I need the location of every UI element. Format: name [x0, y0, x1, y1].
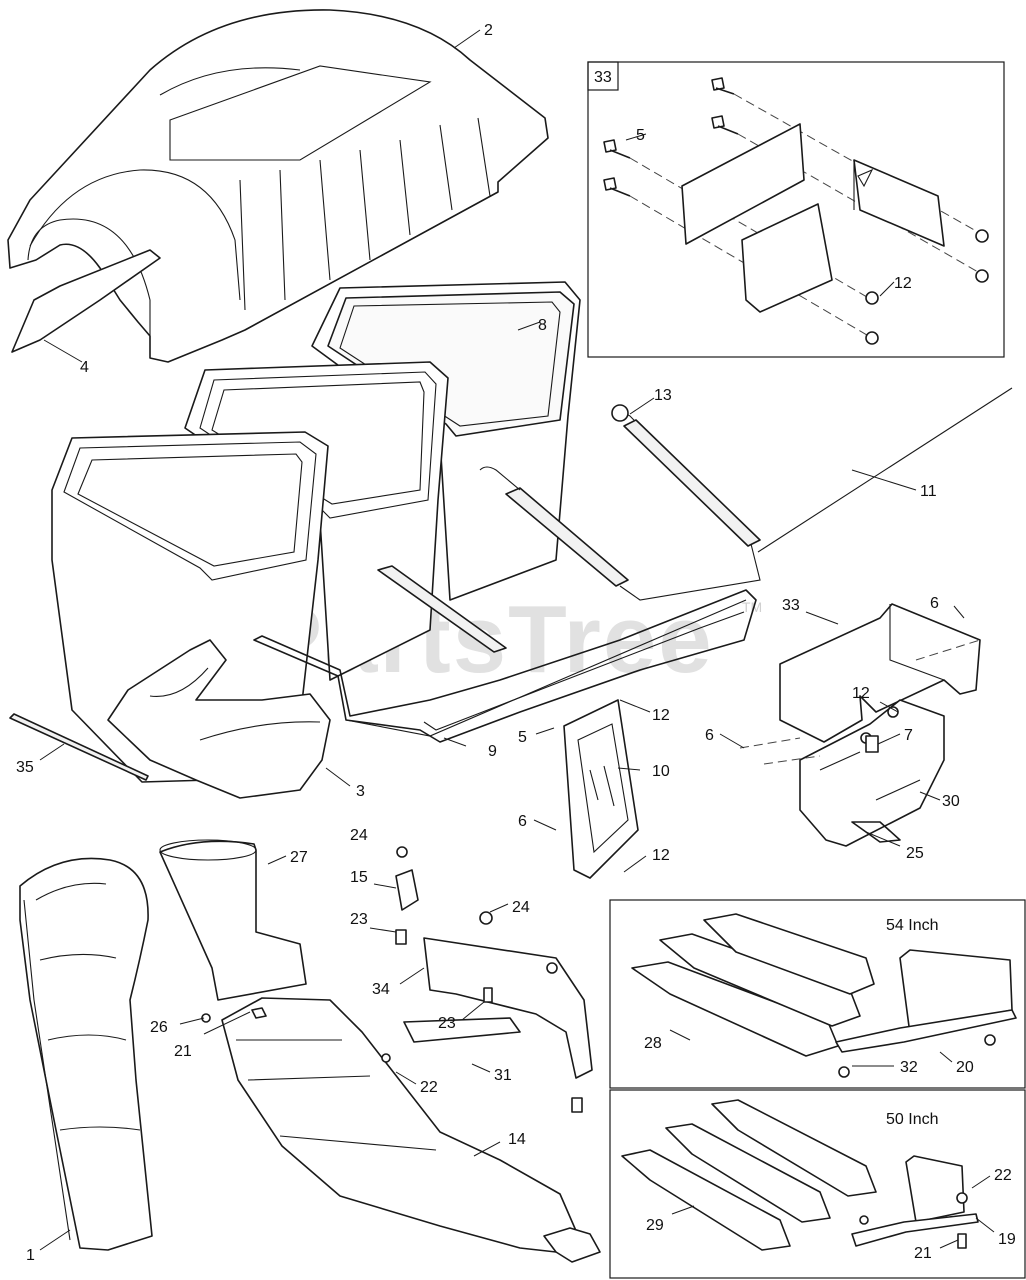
label-13: 13: [654, 387, 672, 404]
part-12-nut: [887, 706, 899, 718]
label-32: 32: [900, 1059, 918, 1076]
watermark-trademark: TM: [742, 599, 762, 615]
part-34-shield: [423, 911, 593, 1113]
callout-labels: 2 4 8 13 11 33 6 12 12 6 7 30 25 5 9 10 …: [16, 22, 1016, 1264]
label-6b: 6: [705, 727, 714, 744]
label-10: 10: [652, 763, 670, 780]
part-4-flap: [11, 249, 161, 353]
label-28: 28: [644, 1035, 662, 1052]
label-22b: 22: [994, 1167, 1012, 1184]
label-29: 29: [646, 1217, 664, 1234]
label-6a: 6: [930, 595, 939, 612]
part-10-bracket: [563, 699, 639, 879]
label-11: 11: [920, 483, 937, 500]
label-12-inset: 12: [894, 275, 912, 292]
label-26: 26: [150, 1019, 168, 1036]
label-21b: 21: [914, 1245, 932, 1262]
part-8-bags: [51, 281, 581, 783]
label-5-inset: 5: [636, 127, 645, 144]
label-34: 34: [372, 981, 390, 998]
label-27: 27: [290, 849, 308, 866]
label-22a: 22: [420, 1079, 438, 1096]
inset-33-box: 33 5 12: [587, 61, 1005, 358]
label-12a: 12: [852, 685, 870, 702]
part-13-cap: [611, 404, 629, 422]
label-12b: 12: [652, 707, 670, 724]
inset-50-box: 50 Inch: [609, 1089, 1026, 1279]
part-14-elbow: [221, 997, 601, 1263]
part-35-rod: [9, 713, 149, 781]
label-20: 20: [956, 1059, 974, 1076]
part-30-hitch: [779, 603, 981, 847]
label-24b: 24: [512, 899, 530, 916]
label-30: 30: [942, 793, 960, 810]
label-35: 35: [16, 759, 34, 776]
label-7: 7: [904, 727, 913, 744]
label-25: 25: [906, 845, 924, 862]
inset-54-title: 54 Inch: [886, 917, 938, 934]
label-31: 31: [494, 1067, 512, 1084]
label-15: 15: [350, 869, 368, 886]
label-23a: 23: [350, 911, 368, 928]
part-21-bolt: [251, 1007, 267, 1019]
leader-lines: [39, 29, 995, 1251]
label-4: 4: [80, 359, 89, 376]
label-6c: 6: [518, 813, 527, 830]
label-12c: 12: [652, 847, 670, 864]
part-9-frame: [253, 409, 761, 743]
part-22-nut: [381, 1053, 391, 1063]
part-7-pin: [865, 735, 879, 753]
inset-50-title: 50 Inch: [886, 1111, 938, 1128]
label-33: 33: [782, 597, 800, 614]
part-1-chute: [19, 857, 153, 1251]
label-23b: 23: [438, 1015, 456, 1032]
label-8: 8: [538, 317, 547, 334]
part-3-housing: [107, 639, 331, 799]
label-3: 3: [356, 783, 365, 800]
label-2: 2: [484, 22, 493, 39]
label-1: 1: [26, 1247, 35, 1264]
label-9: 9: [488, 743, 497, 760]
part-2-cover: [7, 9, 549, 363]
part-11-rod: [757, 387, 1013, 553]
label-14: 14: [508, 1131, 526, 1148]
label-21a: 21: [174, 1043, 192, 1060]
label-19: 19: [998, 1231, 1016, 1248]
inset-33-number: 33: [594, 69, 612, 86]
inset-54-box: 54 Inch: [609, 899, 1026, 1089]
label-24a: 24: [350, 827, 368, 844]
part-15-clip: [395, 846, 419, 945]
part-27-tube: [159, 839, 307, 1001]
part-31-strap: [403, 1017, 521, 1043]
label-5: 5: [518, 729, 527, 746]
